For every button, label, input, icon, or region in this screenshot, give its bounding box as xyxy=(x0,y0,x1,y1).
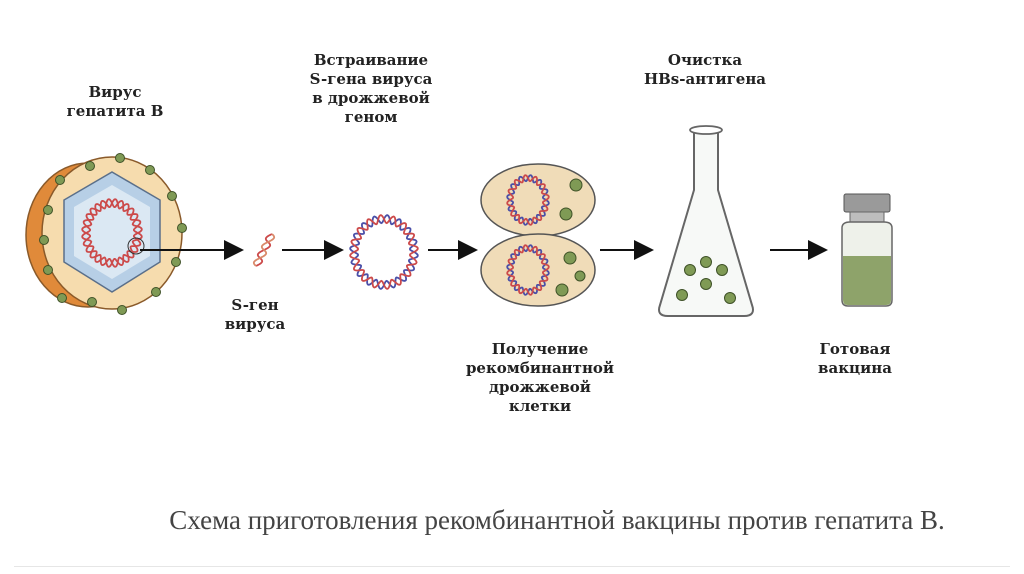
hepatitis-b-virus xyxy=(25,153,187,315)
yeast-cell-top xyxy=(480,163,596,237)
s-gene-dna-icon xyxy=(252,233,276,267)
label-ready-vaccine: Готовая вакцина xyxy=(818,340,892,377)
label-virus: Вирус гепатита В xyxy=(66,83,164,120)
erlenmeyer-flask-icon xyxy=(658,125,754,317)
label-s-gene: S-ген вируса xyxy=(224,296,286,333)
yeast-cell-bottom xyxy=(480,233,596,307)
vaccine-vial-icon xyxy=(841,193,893,307)
label-insertion: Встраивание S-гена вируса в дрожжевой ге… xyxy=(309,51,433,126)
bottom-divider xyxy=(14,566,1010,567)
figure-caption: Схема приготовления рекомбинантной вакци… xyxy=(169,505,945,535)
virus-dna-icon xyxy=(81,198,145,268)
label-purification: Очистка HBs-антигена xyxy=(643,51,767,88)
circular-dna-icon xyxy=(349,214,419,290)
label-recombinant-cell: Получение рекомбинантной дрожжевой клетк… xyxy=(465,340,615,415)
virus-surface-dots xyxy=(39,153,187,315)
